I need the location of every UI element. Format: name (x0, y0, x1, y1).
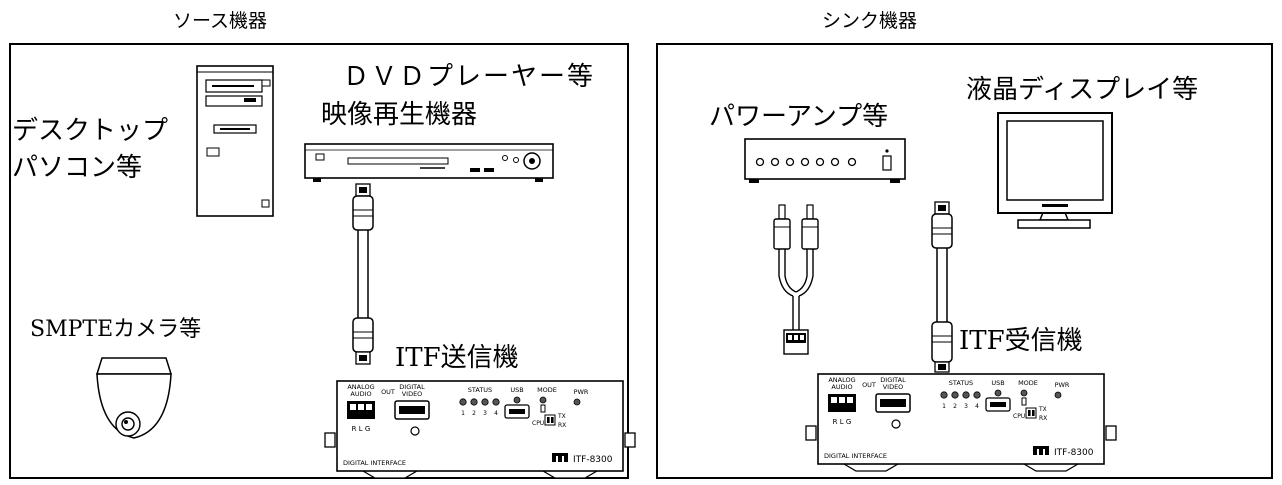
transmitter-label: ITF送信機 (395, 343, 519, 373)
pc-label-line2: パソコン等 (12, 153, 143, 183)
amp-label: パワーアンプ等 (709, 102, 889, 132)
unit-out-label: OUT (862, 381, 876, 389)
unit-tx-label: TX (1038, 406, 1047, 413)
dvd-label-line2: 映像再生機器 (321, 100, 478, 130)
power-amp-icon (744, 138, 906, 183)
dvd-player-icon (304, 143, 554, 182)
unit-status-2: 2 (953, 403, 957, 410)
unit-mode-label: MODE (537, 386, 557, 394)
unit-rx-label: RX (1039, 415, 1047, 422)
unit-digital-label: DIGITAL (880, 376, 906, 384)
pc-label-line1: デスクトップ (12, 116, 169, 146)
hdmi-cable-sink-icon (931, 201, 953, 373)
unit-cpu-label: CPU (1013, 413, 1025, 420)
unit-digital-interface-label: DIGITAL INTERFACE (343, 459, 406, 467)
unit-tx-label: TX (557, 413, 566, 420)
unit-status-label: STATUS (949, 379, 973, 387)
unit-usb-label: USB (510, 386, 523, 394)
unit-status-3: 3 (964, 403, 968, 410)
unit-pwr-label: PWR (574, 388, 589, 396)
unit-digital-label: DIGITAL (399, 383, 425, 391)
unit-audio-label: AUDIO (831, 383, 852, 391)
unit-mode-label: MODE (1018, 379, 1038, 387)
unit-status-3: 3 (483, 410, 487, 417)
unit-model-label: ITF-8300 (1054, 448, 1094, 458)
unit-cpu-label: CPU (532, 420, 544, 427)
rca-cable-icon (773, 204, 819, 355)
desktop-pc-icon (196, 65, 274, 217)
receiver-label: ITF受信機 (959, 326, 1083, 356)
unit-status-4: 4 (494, 410, 498, 417)
unit-analog-label: ANALOG (347, 383, 374, 391)
unit-audio-label: AUDIO (350, 390, 371, 398)
unit-video-label: VIDEO (402, 390, 423, 398)
unit-model-label: ITF-8300 (573, 455, 613, 465)
display-label: 液晶ディスプレイ等 (966, 75, 1199, 105)
unit-video-label: VIDEO (883, 383, 904, 391)
unit-status-1: 1 (942, 403, 946, 410)
unit-rlg-label: R L G (833, 418, 852, 426)
unit-rlg-label: R L G (352, 425, 371, 433)
unit-status-label: STATUS (468, 386, 492, 394)
sink-header: シンク機器 (822, 10, 918, 32)
unit-status-1: 1 (461, 410, 465, 417)
dome-camera-icon (95, 357, 173, 439)
receiver-unit-icon: ANALOG AUDIO OUT DIGITAL VIDEO STATUS 1 … (805, 373, 1117, 472)
unit-rx-label: RX (558, 422, 566, 429)
camera-label: SMPTEカメラ等 (30, 317, 202, 342)
unit-pwr-label: PWR (1055, 381, 1070, 389)
unit-analog-label: ANALOG (828, 376, 855, 384)
hdmi-cable-source-icon (352, 183, 374, 365)
unit-status-4: 4 (975, 403, 979, 410)
dvd-label-line1: ＤＶＤプレーヤー等 (343, 62, 596, 92)
unit-digital-interface-label: DIGITAL INTERFACE (824, 452, 887, 460)
unit-status-2: 2 (472, 410, 476, 417)
transmitter-unit-icon: ANALOG AUDIO OUT DIGITAL VIDEO STATUS 1 … (324, 380, 636, 479)
unit-usb-label: USB (991, 379, 1004, 387)
lcd-display-icon (997, 112, 1113, 229)
unit-out-label: OUT (381, 388, 395, 396)
source-header: ソース機器 (173, 10, 268, 32)
